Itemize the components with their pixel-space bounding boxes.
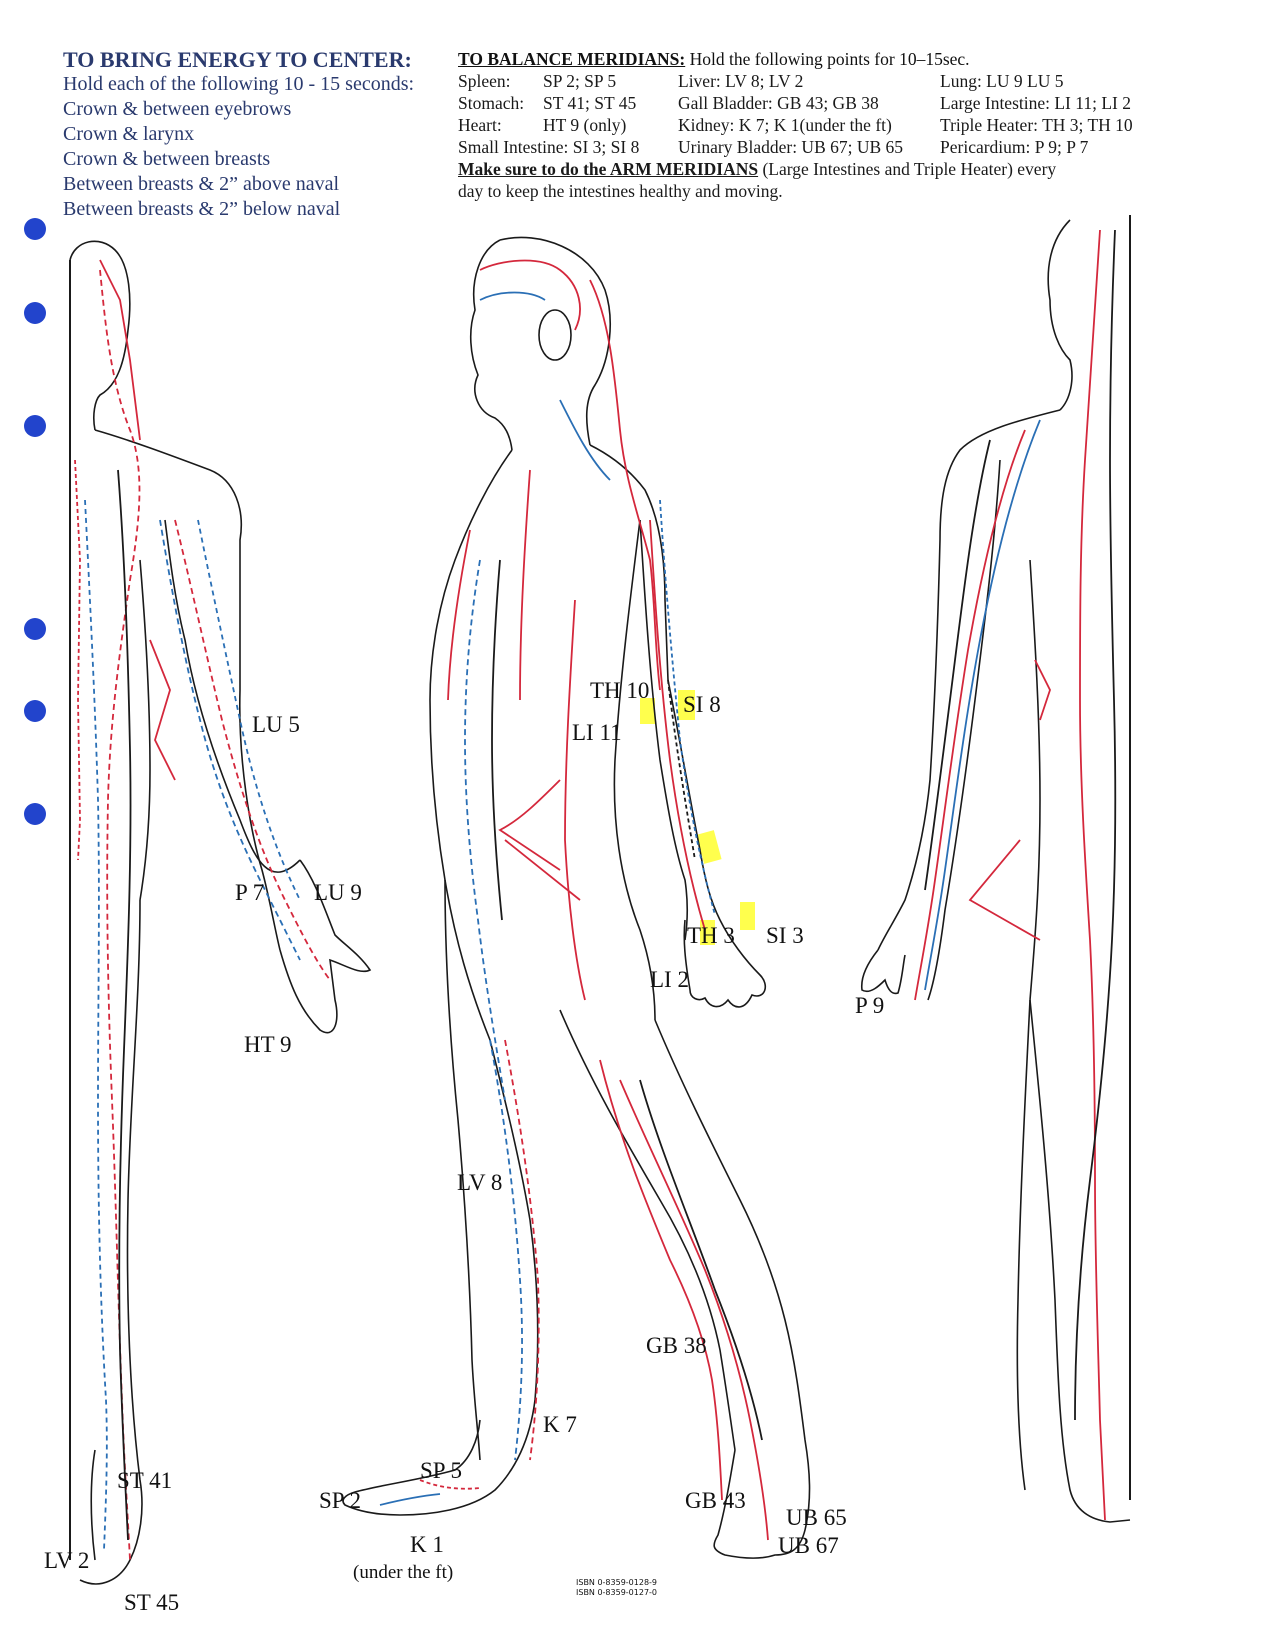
balance-note-bold: Make sure to do the ARM MERIDIANS — [458, 159, 759, 179]
balance-cell: Triple Heater: TH 3; TH 10 — [940, 115, 1133, 135]
label-p9: P 9 — [855, 993, 885, 1018]
highlight-th-wrist — [696, 830, 722, 864]
label-k7: K 7 — [543, 1412, 577, 1437]
label-ub67: UB 67 — [778, 1533, 839, 1558]
binder-hole — [24, 700, 46, 722]
balance-cell: Urinary Bladder: UB 67; UB 65 — [678, 137, 904, 157]
energy-center-item: Crown & between eyebrows — [63, 98, 292, 120]
label-st41: ST 41 — [117, 1468, 173, 1493]
energy-center-item: Between breasts & 2” below naval — [63, 198, 341, 220]
highlight-si8 — [678, 690, 695, 720]
label-lv2: LV 2 — [44, 1548, 90, 1573]
energy-center-item: Crown & between breasts — [63, 148, 271, 170]
balance-cell: Lung: LU 9 LU 5 — [940, 71, 1064, 91]
energy-center-item: Hold each of the following 10 - 15 secon… — [63, 73, 415, 95]
label-k1: K 1 — [410, 1532, 444, 1557]
label-st45: ST 45 — [124, 1590, 180, 1615]
balance-cell: Kidney: K 7; K 1(under the ft) — [678, 115, 892, 135]
label-sp5: SP 5 — [420, 1458, 462, 1483]
energy-center-title: TO BRING ENERGY TO CENTER: — [63, 47, 412, 72]
figure-back — [860, 215, 1131, 1523]
balance-heading: TO BALANCE MERIDIANS: Hold the following… — [458, 49, 970, 70]
label-p7: P 7 — [235, 880, 265, 905]
highlight-th10 — [640, 698, 655, 724]
label-gb43: GB 43 — [685, 1488, 746, 1513]
highlight-si3 — [740, 902, 755, 930]
label-lu9: LU 9 — [314, 880, 362, 905]
binder-hole — [24, 302, 46, 324]
balance-cell: Heart: — [458, 115, 502, 135]
balance-note-rest: (Large Intestines and Triple Heater) eve… — [758, 159, 1057, 179]
label-sp2: SP 2 — [319, 1488, 361, 1513]
label-th10: TH 10 — [590, 678, 650, 703]
binder-hole — [24, 618, 46, 640]
balance-cell: HT 9 (only) — [543, 115, 627, 135]
binder-hole — [24, 803, 46, 825]
balance-cell: Gall Bladder: GB 43; GB 38 — [678, 93, 879, 113]
isbn: ISBN 0-8359-0128-9 ISBN 0-8359-0127-0 — [576, 1578, 657, 1598]
energy-center-list: Hold each of the following 10 - 15 secon… — [63, 72, 414, 222]
figure-front-meridians — [74, 259, 331, 1561]
balance-title: TO BALANCE MERIDIANS: — [458, 49, 686, 69]
isbn-line: ISBN 0-8359-0128-9 — [576, 1578, 658, 1587]
label-li11: LI 11 — [572, 720, 622, 745]
label-lu5: LU 5 — [252, 712, 300, 737]
label-ub65: UB 65 — [786, 1505, 847, 1530]
energy-center-item: Between breasts & 2” above naval — [63, 173, 340, 195]
label-si3: SI 3 — [766, 923, 804, 948]
balance-cell: SP 2; SP 5 — [543, 71, 617, 91]
label-li2: LI 2 — [650, 967, 689, 992]
label-si8: SI 8 — [683, 692, 721, 717]
balance-cell: Small Intestine: SI 3; SI 8 — [458, 137, 640, 157]
balance-cell: Spleen: — [458, 71, 511, 91]
label-th3: TH 3 — [687, 923, 735, 948]
figure-side — [342, 236, 811, 1559]
label-gb38: GB 38 — [646, 1333, 707, 1358]
balance-note: Make sure to do the ARM MERIDIANS (Large… — [458, 159, 1056, 180]
balance-title-rest: Hold the following points for 10–15sec. — [685, 49, 970, 69]
label-ht9: HT 9 — [244, 1032, 292, 1057]
balance-cell: Liver: LV 8; LV 2 — [678, 71, 804, 91]
balance-note-line2: day to keep the intestines healthy and m… — [458, 181, 783, 201]
label-lv8: LV 8 — [457, 1170, 503, 1195]
binder-hole — [24, 415, 46, 437]
balance-cell: Pericardium: P 9; P 7 — [940, 137, 1089, 157]
figure-back-meridians — [914, 229, 1117, 1521]
balance-cell: Large Intestine: LI 11; LI 2 — [940, 93, 1131, 113]
isbn-line: ISBN 0-8359-0127-0 — [576, 1588, 658, 1597]
figure-front — [69, 240, 372, 1585]
label-under-ft: (under the ft) — [353, 1562, 454, 1583]
energy-center-item: Crown & larynx — [63, 123, 195, 145]
balance-cell: ST 41; ST 45 — [543, 93, 637, 113]
balance-cell: Stomach: — [458, 93, 525, 113]
figure-side-meridians — [379, 259, 769, 1541]
binder-hole — [24, 218, 46, 240]
